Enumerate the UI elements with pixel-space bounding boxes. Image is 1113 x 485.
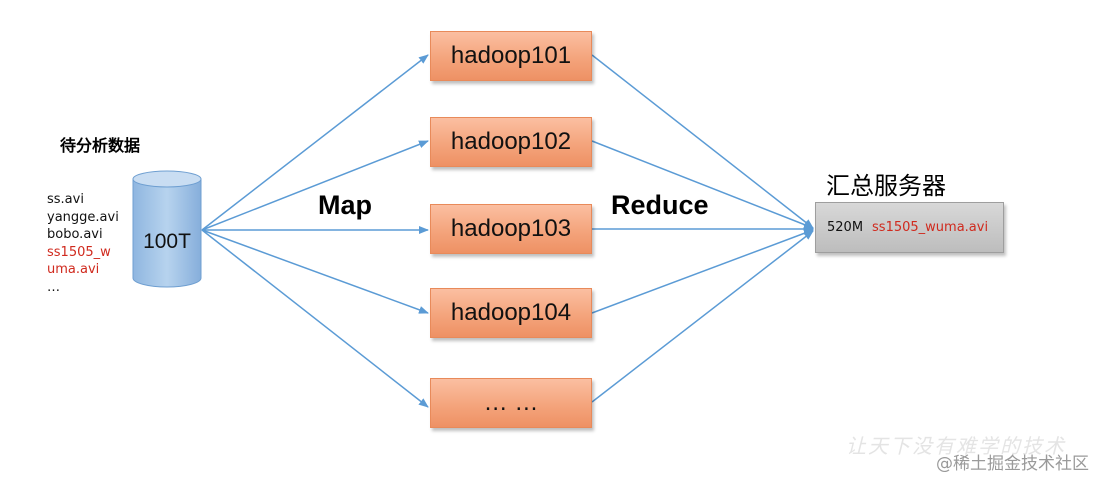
map-edge-hadoop104 [201, 229, 429, 314]
file-item: bobo.avi [47, 227, 103, 242]
file-item-highlight: uma.avi [47, 262, 100, 277]
server-result-filename: ss1505_wuma.avi [872, 220, 989, 235]
reduce-edge-hadoop102 [591, 140, 814, 229]
map-edge-hadoop102 [201, 140, 429, 231]
database-cylinder-icon [132, 170, 202, 288]
node-hadoop102: hadoop102 [430, 117, 592, 167]
reduce-edge-hadoop101 [591, 54, 814, 229]
reduce-edge-more [591, 230, 814, 403]
node-hadoop104: hadoop104 [430, 288, 592, 338]
watermark-text: @稀土掘金技术社区 [936, 454, 1089, 474]
storage-size-label: 100T [143, 230, 191, 253]
server-result-size: 520M [827, 220, 864, 235]
reduce-phase-label: Reduce [611, 190, 709, 220]
source-file-list: ss.avi yangge.avi bobo.avi ss1505_w uma.… [47, 191, 119, 296]
map-phase-label: Map [318, 190, 372, 220]
node-hadoop103: hadoop103 [430, 204, 592, 254]
server-box: 520M ss1505_wuma.avi [815, 202, 1004, 253]
reduce-edge-hadoop104 [591, 229, 814, 314]
source-data-title: 待分析数据 [60, 136, 141, 155]
map-edge-hadoop101 [201, 54, 429, 231]
node-hadoop101: hadoop101 [430, 31, 592, 81]
file-item: ss.avi [47, 192, 84, 207]
node-more: … … [430, 378, 592, 428]
map-edge-more [201, 229, 429, 408]
file-item: … [47, 279, 60, 295]
watermark-slogan: 让天下没有难学的技术 [846, 434, 1066, 458]
server-title: 汇总服务器 [826, 172, 946, 200]
file-item: yangge.avi [47, 209, 119, 225]
file-item-highlight: ss1505_w [47, 244, 111, 260]
